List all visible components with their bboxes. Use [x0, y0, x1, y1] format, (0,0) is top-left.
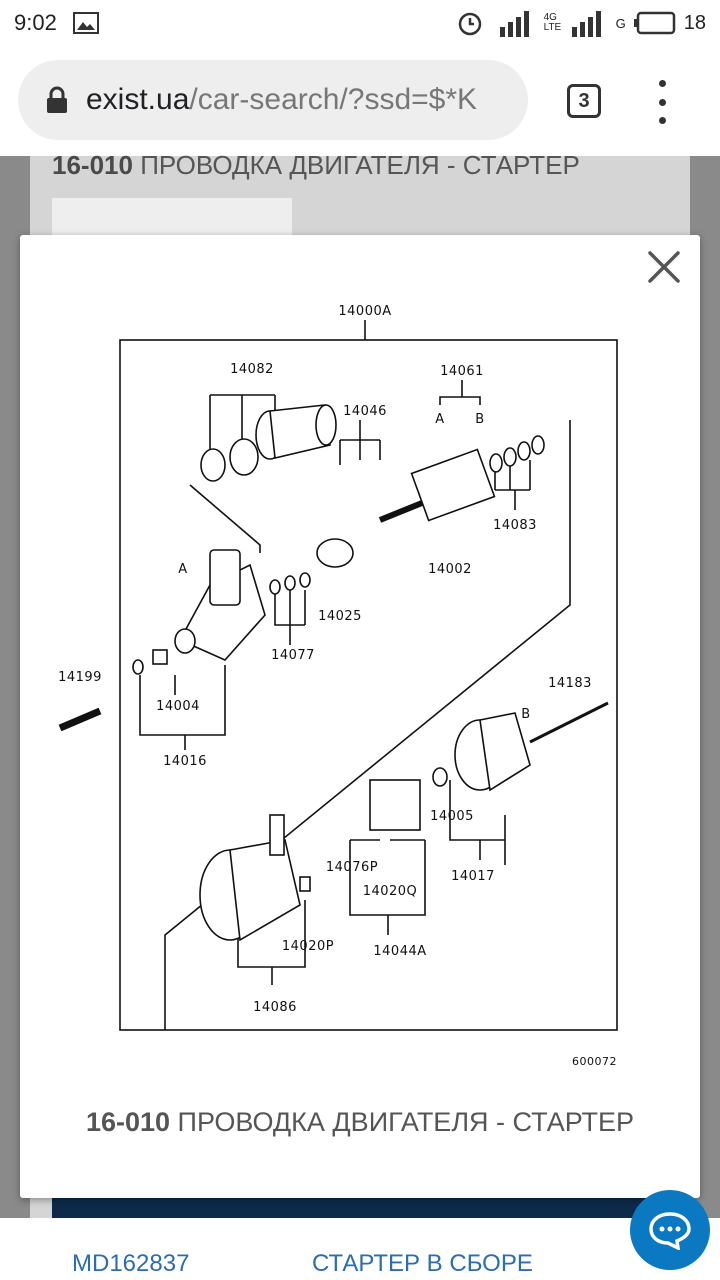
diagram-label: 14077 — [271, 648, 315, 663]
diagram-label: 14017 — [451, 869, 495, 884]
diagram-label: 14086 — [253, 1000, 297, 1015]
diagram-label: 14020P — [282, 939, 334, 954]
part-description-link[interactable]: СТАРТЕР В СБОРЕ — [312, 1250, 533, 1277]
diagram-label: 14061 — [440, 364, 484, 379]
diagram-label: 14016 — [163, 754, 207, 769]
diagram-label: 14199 — [58, 670, 102, 685]
diagram-label: 14005 — [430, 809, 474, 824]
diagram-ref-number: 600072 — [572, 1055, 617, 1068]
dot-icon — [658, 117, 666, 124]
modal-caption: 16-010 ПРОВОДКА ДВИГАТЕЛЯ - СТАРТЕР — [85, 1107, 635, 1137]
signal-icon — [499, 11, 529, 37]
image-modal: 14000A 14082 14061 A B 14046 14083 14002… — [20, 235, 700, 1198]
parts-row — [0, 1218, 720, 1280]
dot-icon — [658, 98, 666, 106]
browser-toolbar: exist.ua/car-search/?ssd=$*K 3 — [0, 46, 720, 156]
browser-menu-button[interactable] — [650, 80, 674, 124]
address-bar[interactable]: exist.ua/car-search/?ssd=$*K — [18, 60, 528, 140]
diagram-label: 14183 — [548, 676, 592, 691]
status-bar: 9:02 4G LTE G 18 — [0, 0, 720, 46]
diagram-label: A — [435, 412, 444, 427]
network-type: 4G LTE — [543, 12, 562, 33]
close-icon[interactable] — [642, 245, 686, 289]
status-time: 9:02 — [14, 10, 57, 35]
diagram-label: 14002 — [428, 562, 472, 577]
diagram-label: A — [178, 562, 187, 577]
image-icon — [72, 12, 99, 34]
lock-icon — [47, 86, 67, 113]
carrier-letter: G — [615, 15, 626, 31]
dot-icon — [658, 80, 666, 87]
diagram-label: 14025 — [318, 609, 362, 624]
diagram-label: 14004 — [156, 699, 200, 714]
battery-icon — [633, 11, 675, 35]
page-title: 16-010 ПРОВОДКА ДВИГАТЕЛЯ - СТАРТЕР — [52, 150, 580, 180]
diagram-label: 14082 — [230, 362, 274, 377]
diagram-label: 14020Q — [363, 884, 418, 899]
diagram-label: 14046 — [343, 404, 387, 419]
diagram-label: B — [475, 412, 484, 427]
diagram-label: 14044A — [373, 944, 426, 959]
chat-icon — [649, 1212, 691, 1250]
diagram-label: 14000A — [338, 304, 391, 319]
chat-button[interactable] — [630, 1190, 710, 1270]
url-domain: exist.ua — [86, 83, 190, 116]
url-path: /car-search/?ssd=$*K — [189, 83, 478, 116]
alarm-icon — [458, 12, 481, 36]
diagram-label: B — [521, 707, 530, 722]
starter-diagram: 14000A 14082 14061 A B 14046 14083 14002… — [58, 304, 618, 1068]
battery-level: 18 — [683, 11, 706, 34]
diagram-label: 14076P — [326, 860, 378, 875]
tab-switcher-button[interactable]: 3 — [567, 84, 601, 118]
part-number-link[interactable]: MD162837 — [72, 1250, 190, 1277]
diagram-label: 14083 — [493, 518, 537, 533]
signal-icon — [571, 11, 601, 37]
